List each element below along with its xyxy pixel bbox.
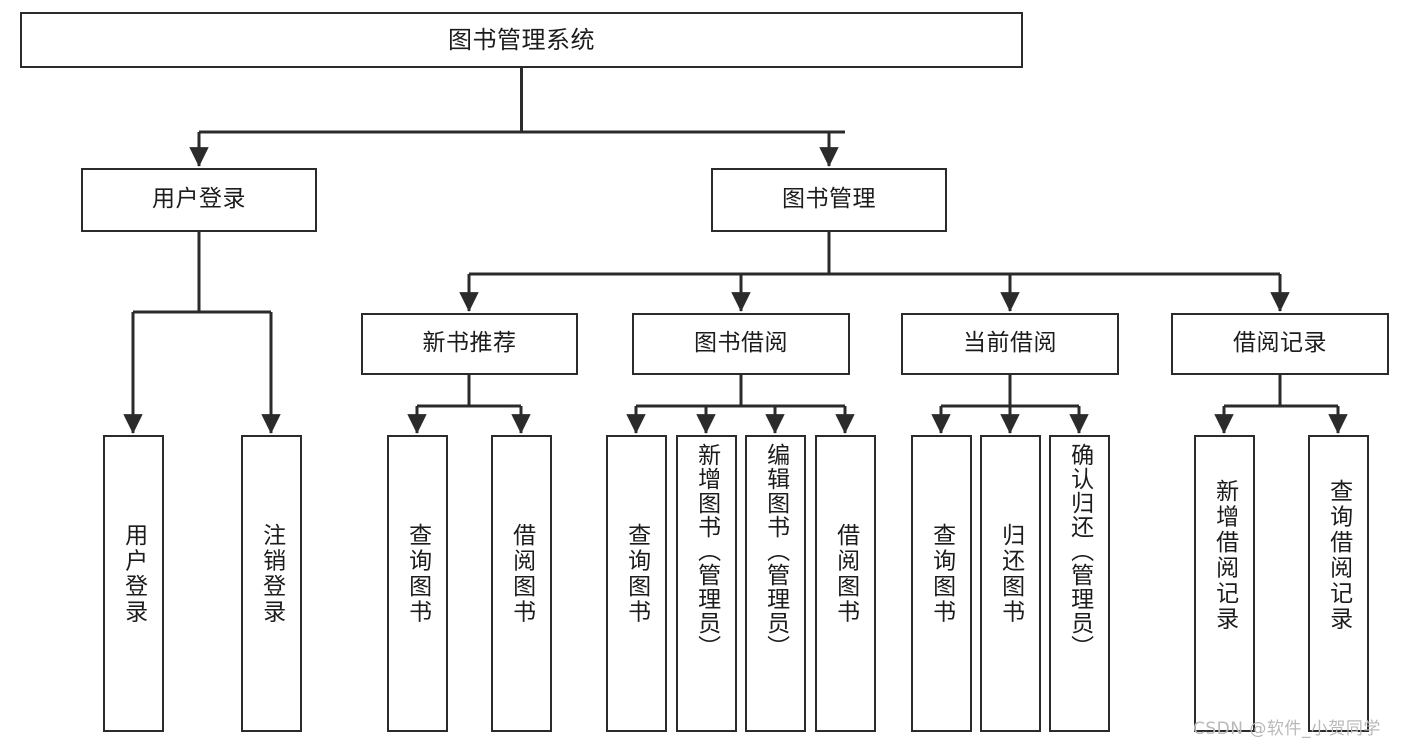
node-new-book-recommend[interactable]: 新书推荐 bbox=[361, 313, 578, 375]
node-book-manage[interactable]: 图书管理 bbox=[711, 168, 947, 232]
node-label: 查询图书 bbox=[404, 523, 431, 625]
node-label: 编辑图书（管理员） bbox=[762, 443, 789, 659]
node-current-borrow[interactable]: 当前借阅 bbox=[901, 313, 1119, 375]
leaf-borrow-book-borrow[interactable]: 借阅图书 bbox=[815, 435, 876, 732]
node-label: 用户登录 bbox=[120, 523, 147, 625]
csdn-watermark: CSDN @软件_小贺同学 bbox=[1193, 719, 1381, 739]
node-label: 借阅记录 bbox=[1233, 330, 1327, 357]
leaf-edit-book[interactable]: 编辑图书（管理员） bbox=[745, 435, 806, 732]
node-label: 新书推荐 bbox=[422, 330, 517, 357]
leaf-add-borrow-record[interactable]: 新增借阅记录 bbox=[1194, 435, 1255, 732]
node-label: 查询图书 bbox=[928, 523, 955, 625]
node-label: 新增图书（管理员） bbox=[693, 443, 720, 659]
leaf-query-book-current[interactable]: 查询图书 bbox=[911, 435, 972, 732]
leaf-user-login[interactable]: 用户登录 bbox=[103, 435, 164, 732]
node-borrow-record[interactable]: 借阅记录 bbox=[1171, 313, 1389, 375]
node-book-borrow[interactable]: 图书借阅 bbox=[632, 313, 850, 375]
node-label: 借阅图书 bbox=[508, 523, 535, 625]
node-root-system[interactable]: 图书管理系统 bbox=[20, 12, 1023, 68]
node-label: 确认归还（管理员） bbox=[1066, 443, 1093, 659]
node-label: 归还图书 bbox=[997, 523, 1024, 625]
node-label: 图书管理系统 bbox=[448, 25, 595, 54]
node-label: 借阅图书 bbox=[832, 523, 859, 625]
node-label: 当前借阅 bbox=[963, 330, 1057, 357]
leaf-logout[interactable]: 注销登录 bbox=[241, 435, 302, 732]
node-label: 用户登录 bbox=[152, 186, 246, 213]
node-label: 查询图书 bbox=[623, 523, 650, 625]
leaf-query-book-new[interactable]: 查询图书 bbox=[387, 435, 448, 732]
node-label: 图书借阅 bbox=[694, 330, 788, 357]
leaf-query-book-borrow[interactable]: 查询图书 bbox=[606, 435, 667, 732]
leaf-borrow-book-new[interactable]: 借阅图书 bbox=[491, 435, 552, 732]
node-label: 图书管理 bbox=[782, 186, 876, 213]
node-label: 查询借阅记录 bbox=[1325, 479, 1352, 632]
node-user-login[interactable]: 用户登录 bbox=[81, 168, 317, 232]
leaf-return-book[interactable]: 归还图书 bbox=[980, 435, 1041, 732]
node-label: 注销登录 bbox=[258, 523, 285, 625]
leaf-query-borrow-record[interactable]: 查询借阅记录 bbox=[1308, 435, 1369, 732]
leaf-confirm-return[interactable]: 确认归还（管理员） bbox=[1049, 435, 1110, 732]
leaf-add-book[interactable]: 新增图书（管理员） bbox=[676, 435, 737, 732]
node-label: 新增借阅记录 bbox=[1211, 479, 1238, 632]
